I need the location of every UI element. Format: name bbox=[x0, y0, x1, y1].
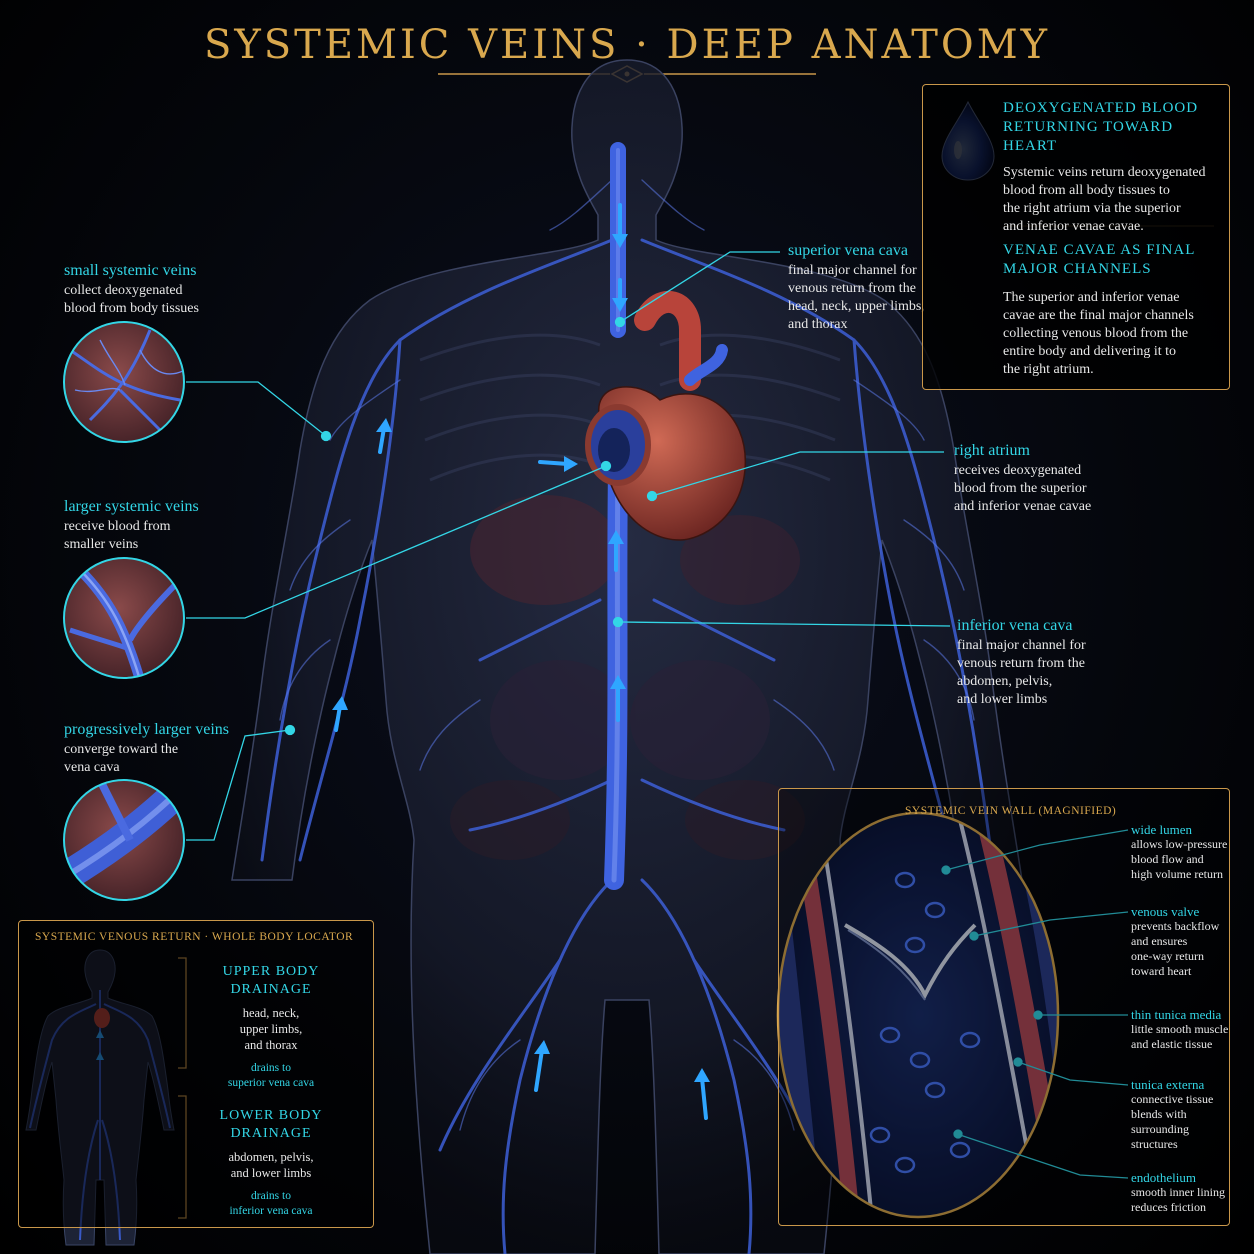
vein-network bbox=[260, 142, 994, 1254]
lower-body: abdomen, pelvis, and lower limbs bbox=[228, 1150, 314, 1180]
wall-label-heading: tunica externa bbox=[1131, 1077, 1205, 1092]
label-heading: small systemic veins bbox=[64, 262, 197, 279]
label-heading: inferior vena cava bbox=[957, 617, 1073, 634]
label-heading: larger systemic veins bbox=[64, 498, 199, 515]
info-body: Systemic veins return deoxygenated blood… bbox=[1003, 165, 1206, 234]
leader-lines-left bbox=[186, 381, 612, 841]
info-section-venae-cavae: VENAE CAVAE AS FINAL MAJOR CHANNELS The … bbox=[1003, 241, 1225, 379]
wall-label-endothelium: endothelium smooth inner lining reduces … bbox=[1131, 1170, 1249, 1215]
label-body: receive blood from smaller veins bbox=[64, 519, 171, 552]
leader-lines-right bbox=[612, 251, 951, 628]
label-superior-vena-cava: superior vena cava final major channel f… bbox=[788, 242, 958, 334]
wall-label-body: smooth inner lining reduces friction bbox=[1131, 1185, 1225, 1214]
lower-drains: drains to inferior vena cava bbox=[229, 1190, 313, 1217]
label-inferior-vena-cava: inferior vena cava final major channel f… bbox=[957, 617, 1137, 709]
locator-caption: SYSTEMIC VENOUS RETURN · WHOLE BODY LOCA… bbox=[35, 931, 354, 943]
wall-label-heading: endothelium bbox=[1131, 1170, 1196, 1185]
upper-drains: drains to superior vena cava bbox=[227, 1062, 315, 1089]
wall-label-heading: wide lumen bbox=[1131, 822, 1193, 837]
wall-caption: SYSTEMIC VEIN WALL (MAGNIFIED) bbox=[905, 805, 1117, 817]
upper-title: UPPER BODY DRAINAGE bbox=[222, 964, 320, 997]
wall-label-body: allows low-pressure blood flow and high … bbox=[1131, 837, 1228, 881]
label-body: final major channel for venous return fr… bbox=[957, 638, 1086, 707]
wall-label-body: connective tissue blends with surroundin… bbox=[1131, 1092, 1214, 1151]
wall-label-tunica-media: thin tunica media little smooth muscle a… bbox=[1131, 1007, 1249, 1052]
wall-label-body: prevents backflow and ensures one-way re… bbox=[1131, 919, 1220, 978]
info-body: The superior and inferior venae cavae ar… bbox=[1003, 290, 1194, 377]
upper-body-drainage: UPPER BODY DRAINAGE head, neck, upper li… bbox=[201, 963, 341, 1091]
magnifier-larger-veins bbox=[63, 557, 185, 679]
label-body: converge toward the vena cava bbox=[64, 742, 179, 775]
wall-label-body: little smooth muscle and elastic tissue bbox=[1131, 1022, 1229, 1051]
wall-label-tunica-externa: tunica externa connective tissue blends … bbox=[1131, 1077, 1249, 1152]
label-progressively-larger-veins: progressively larger veins converge towa… bbox=[64, 721, 264, 777]
wall-label-heading: venous valve bbox=[1131, 904, 1200, 919]
label-body: receives deoxygenated blood from the sup… bbox=[954, 463, 1092, 514]
flow-arrows bbox=[332, 203, 710, 1120]
info-panel: DEOXYGENATED BLOOD RETURNING TOWARD HEAR… bbox=[922, 84, 1230, 390]
label-larger-systemic-veins: larger systemic veins receive blood from… bbox=[64, 498, 254, 554]
locator-panel: SYSTEMIC VENOUS RETURN · WHOLE BODY LOCA… bbox=[18, 920, 374, 1228]
label-heading: right atrium bbox=[954, 442, 1030, 459]
wall-label-heading: thin tunica media bbox=[1131, 1007, 1222, 1022]
magnifier-small-veins bbox=[63, 321, 185, 443]
label-heading: superior vena cava bbox=[788, 242, 908, 259]
label-body: final major channel for venous return fr… bbox=[788, 263, 925, 332]
wall-label-venous-valve: venous valve prevents backflow and ensur… bbox=[1131, 904, 1249, 979]
lower-title: LOWER BODY DRAINAGE bbox=[219, 1108, 323, 1141]
page-title: SYSTEMIC VEINS · DEEP ANATOMY bbox=[203, 22, 1051, 68]
label-right-atrium: right atrium receives deoxygenated blood… bbox=[954, 442, 1134, 516]
upper-body: head, neck, upper limbs, and thorax bbox=[239, 1006, 303, 1052]
label-small-systemic-veins: small systemic veins collect deoxygenate… bbox=[64, 262, 254, 318]
lower-body-drainage: LOWER BODY DRAINAGE abdomen, pelvis, and… bbox=[201, 1107, 341, 1219]
wall-label-wide-lumen: wide lumen allows low-pressure blood flo… bbox=[1131, 822, 1249, 882]
organs bbox=[419, 333, 841, 860]
magnifier-progressive-veins bbox=[63, 779, 185, 901]
vein-wall-panel: SYSTEMIC VEIN WALL (MAGNIFIED) bbox=[778, 788, 1230, 1226]
label-heading: progressively larger veins bbox=[64, 721, 229, 738]
info-heading: DEOXYGENATED BLOOD RETURNING TOWARD HEAR… bbox=[1003, 100, 1199, 154]
info-heading: VENAE CAVAE AS FINAL MAJOR CHANNELS bbox=[1003, 242, 1196, 277]
info-section-deoxygenated: DEOXYGENATED BLOOD RETURNING TOWARD HEAR… bbox=[1003, 99, 1225, 236]
label-body: collect deoxygenated blood from body tis… bbox=[64, 283, 199, 316]
